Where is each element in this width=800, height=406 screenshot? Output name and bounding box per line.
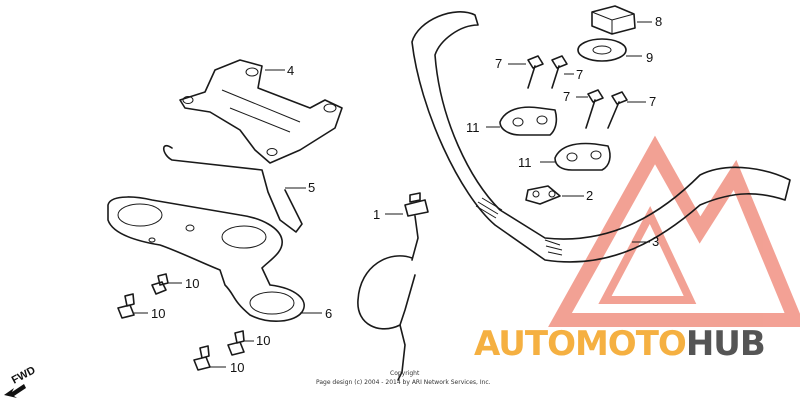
- callout-11b: 11: [518, 155, 532, 170]
- callout-8: 8: [655, 14, 662, 29]
- fwd-arrow-icon: [4, 384, 26, 398]
- callout-7d: 7: [649, 94, 656, 109]
- bolt-7a-part: [508, 55, 544, 89]
- callout-3: 3: [652, 234, 659, 249]
- callout-9: 9: [646, 50, 653, 65]
- callout-10a: 10: [185, 276, 199, 291]
- callout-10c: 10: [256, 333, 270, 348]
- upper-bracket-part: [179, 59, 343, 164]
- holder-11a-part: [486, 106, 558, 136]
- copyright-line-2: Page design (c) 2004 - 2014 by ARI Netwo…: [316, 379, 491, 386]
- callout-2: 2: [586, 188, 593, 203]
- wire-part: [162, 144, 306, 233]
- bolt-10c-part: [227, 330, 254, 356]
- bolt-10b-part: [117, 293, 148, 319]
- callout-7c: 7: [563, 89, 570, 104]
- bolt-10a-part: [151, 273, 182, 295]
- handlebar-part: [411, 11, 791, 263]
- top-bridge-plate-part: [107, 196, 322, 322]
- holder-11b-part: [540, 142, 611, 171]
- callout-1: 1: [373, 207, 380, 222]
- choke-cable-part: [357, 192, 429, 381]
- callout-10b: 10: [151, 306, 165, 321]
- callout-11a: 11: [466, 120, 480, 135]
- bolt-7d-part: [607, 91, 646, 129]
- callout-5: 5: [308, 180, 315, 195]
- callout-7b: 7: [576, 67, 583, 82]
- nut-part: [591, 5, 652, 35]
- watermark-text: AUTOMOTOHUB: [474, 324, 765, 364]
- bolt-10d-part: [193, 345, 226, 371]
- fwd-label: FWD: [10, 364, 38, 386]
- clamp-2-part: [525, 185, 584, 205]
- watermark-logo-icon: [548, 135, 800, 327]
- callout-10d: 10: [230, 360, 244, 375]
- copyright-line-1: Copyright: [390, 370, 420, 377]
- callout-6: 6: [325, 306, 332, 321]
- bolt-7b-part: [551, 55, 574, 89]
- washer-part: [577, 38, 642, 62]
- watermark-text-hub: HUB: [686, 324, 765, 364]
- bolt-7c-part: [576, 89, 604, 129]
- callout-7a: 7: [495, 56, 502, 71]
- watermark-text-auto: AUTOMOTO: [474, 324, 686, 364]
- callout-4: 4: [287, 63, 294, 78]
